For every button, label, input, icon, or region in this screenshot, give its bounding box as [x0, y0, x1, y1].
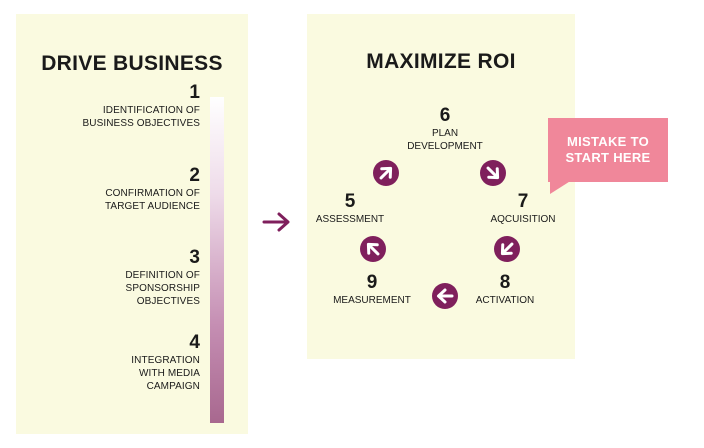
cycle-step-label: MEASUREMENT: [333, 295, 411, 306]
circle-arrow-icon: [360, 236, 386, 262]
priority-gradient-bar: [210, 97, 224, 423]
cycle-step-label: AQCUISITION: [490, 214, 556, 225]
cycle-step-number: 7: [517, 191, 529, 212]
cycle-step-label: ACTIVATION: [475, 295, 535, 306]
callout-pointer: [550, 180, 572, 194]
cycle-step-number: 5: [344, 191, 356, 212]
callout-box: [548, 118, 668, 182]
step-number: 3: [189, 247, 200, 268]
cycle-step-8: 8 ACTIVATION: [445, 272, 565, 307]
circle-arrow-icon: [432, 283, 458, 309]
drive-business-title: DRIVE BUSINESS: [41, 52, 223, 75]
cycle-step-9: 9 MEASUREMENT: [312, 272, 432, 307]
step-number: 1: [189, 82, 200, 103]
circle-arrow-icon: [373, 160, 399, 186]
step-number: 2: [189, 165, 200, 186]
cycle-step-number: 8: [499, 272, 511, 293]
step-number: 4: [189, 332, 200, 353]
circle-arrow-icon: [494, 236, 520, 262]
cycle-step-label: ASSESSMENT: [315, 214, 385, 225]
maximize-roi-title: MAXIMIZE ROI: [366, 50, 516, 73]
cycle-step-5: 5 ASSESSMENT: [290, 191, 410, 226]
cycle-step-number: 9: [366, 272, 378, 293]
cycle-step-number: 6: [439, 105, 451, 126]
arrow-right-icon: [262, 210, 292, 239]
circle-arrow-icon: [480, 160, 506, 186]
drive-business-panel: DRIVE BUSINESS: [16, 14, 248, 434]
cycle-step-7: 7 AQCUISITION: [463, 191, 583, 226]
